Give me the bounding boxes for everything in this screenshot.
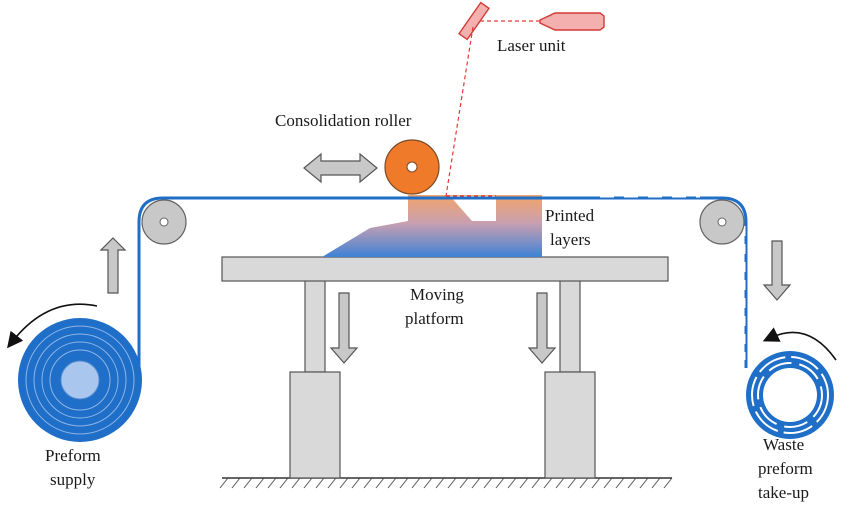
waste-preform-label-line2: preform (758, 459, 813, 478)
right-guide-roller (699, 199, 745, 245)
up-arrow-icon (99, 237, 127, 294)
waste-takeup-spool (746, 351, 834, 439)
left-guide-roller (141, 199, 187, 245)
printed-layers-cutout (450, 196, 496, 221)
down-arrow-platform-left-icon (329, 292, 359, 364)
ground (219, 477, 673, 489)
supply-rotation-arrow-icon (7, 303, 98, 349)
down-arrow-platform-right-icon (527, 292, 557, 364)
laser-mirror (458, 1, 490, 41)
printed-layers-label-line2: layers (550, 230, 591, 249)
preform-supply-spool (18, 318, 142, 442)
printed-layers (322, 195, 542, 257)
printed-layers-label-line1: Printed (545, 206, 595, 225)
consolidation-roller-label: Consolidation roller (275, 111, 412, 130)
takeup-rotation-arrow-icon (762, 327, 837, 361)
waste-preform-label-line3: take-up (758, 483, 809, 502)
down-arrow-right-icon (762, 240, 792, 301)
moving-platform-label-line2: platform (405, 309, 464, 328)
preform-tape (137, 196, 748, 368)
consolidation-roller (384, 139, 440, 195)
laser-beam (445, 20, 540, 197)
laser-unit-label: Laser unit (497, 36, 566, 55)
preform-supply-label-line1: Preform (45, 446, 101, 465)
double-arrow-left-right-icon (303, 152, 378, 184)
waste-preform-label-line1: Waste (763, 435, 804, 454)
moving-platform-label-line1: Moving (410, 285, 464, 304)
laser-unit (539, 12, 605, 31)
platform-left-actuator (289, 279, 341, 479)
platform-right-actuator (544, 279, 596, 479)
preform-supply-label-line2: supply (50, 470, 96, 489)
moving-platform (221, 256, 669, 282)
